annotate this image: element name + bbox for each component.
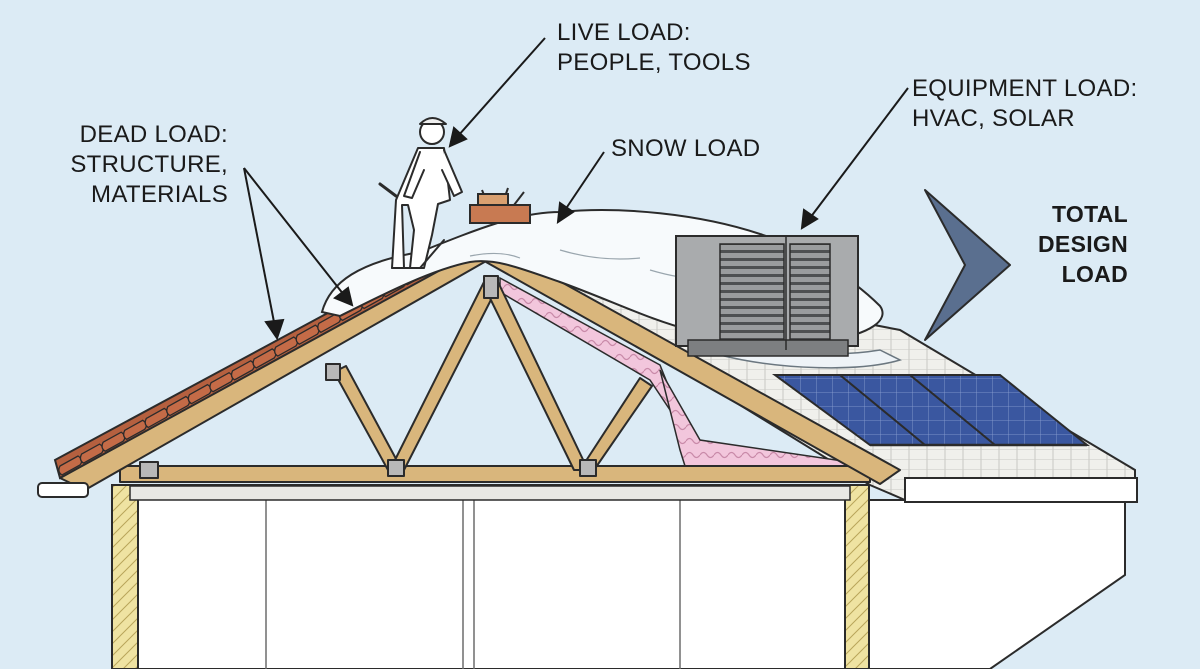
snow-load-line-1: SNOW LOAD — [611, 134, 760, 164]
total-design-load-label: TOTAL DESIGN LOAD — [1010, 199, 1128, 289]
equipment-load-label: EQUIPMENT LOAD: HVAC, SOLAR — [912, 74, 1137, 134]
total-line-3: LOAD — [1010, 259, 1128, 289]
live-load-line-2: PEOPLE, TOOLS — [557, 48, 751, 78]
dead-load-line-1: DEAD LOAD: — [40, 120, 228, 150]
toolbox-icon — [470, 188, 530, 223]
snow-load-label: SNOW LOAD — [611, 134, 760, 164]
dead-load-label: DEAD LOAD: STRUCTURE, MATERIALS — [40, 120, 228, 210]
equipment-load-line-1: EQUIPMENT LOAD: — [912, 74, 1137, 104]
hvac-unit-icon — [676, 236, 858, 356]
live-load-label: LIVE LOAD: PEOPLE, TOOLS — [557, 18, 751, 78]
equipment-load-line-2: HVAC, SOLAR — [912, 104, 1137, 134]
dead-load-line-3: MATERIALS — [40, 180, 228, 210]
dead-load-line-2: STRUCTURE, — [40, 150, 228, 180]
total-line-2: DESIGN — [1010, 229, 1128, 259]
total-line-1: TOTAL — [1010, 199, 1128, 229]
total-design-load-arrow — [925, 190, 1010, 340]
house-walls — [112, 485, 1125, 669]
live-load-line-1: LIVE LOAD: — [557, 18, 751, 48]
